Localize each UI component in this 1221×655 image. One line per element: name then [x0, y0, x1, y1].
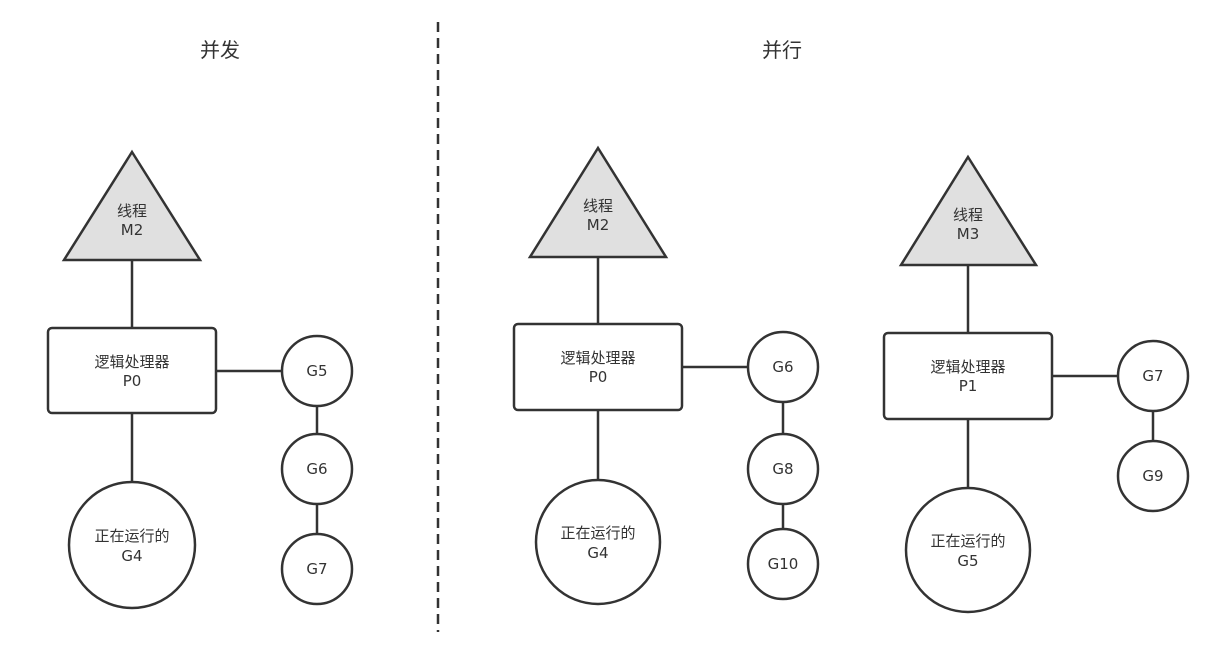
processor-id: P0 — [589, 368, 608, 386]
goroutine-label: G7 — [306, 560, 327, 578]
running-goroutine-id: G5 — [957, 552, 978, 570]
processor-id: P1 — [959, 377, 978, 395]
goroutine-circle — [280, 334, 354, 408]
goroutine-label: G10 — [768, 555, 799, 573]
logical-processor-box — [882, 331, 1054, 421]
thread-triangle — [527, 145, 669, 259]
thread-id: M3 — [957, 225, 980, 243]
goroutine-label: G5 — [306, 362, 327, 380]
running-label: 正在运行的 — [930, 532, 1005, 550]
goroutine-circle — [1116, 339, 1190, 413]
thread-label: 线程 — [583, 197, 613, 215]
running-goroutine-circle — [904, 486, 1032, 614]
goroutine-circle — [746, 432, 820, 506]
parallelism-title: 并行 — [762, 38, 802, 62]
thread-id: M2 — [121, 221, 144, 239]
processor-id: P0 — [123, 372, 142, 390]
processor-label: 逻辑处理器 — [94, 353, 169, 371]
goroutine-circle — [280, 432, 354, 506]
thread-label: 线程 — [117, 202, 147, 220]
thread-id: M2 — [587, 216, 610, 234]
running-goroutine-circle — [534, 478, 662, 606]
goroutine-label: G6 — [772, 358, 793, 376]
running-goroutine-circle — [67, 480, 197, 610]
running-label: 正在运行的 — [560, 524, 635, 542]
goroutine-circle — [746, 527, 820, 601]
goroutine-circle — [280, 532, 354, 606]
processor-label: 逻辑处理器 — [560, 349, 635, 367]
logical-processor-box — [512, 322, 684, 412]
goroutine-label: G7 — [1142, 367, 1163, 385]
goroutine-label: G6 — [306, 460, 327, 478]
thread-triangle — [61, 149, 203, 262]
logical-processor-box — [46, 326, 218, 415]
running-label: 正在运行的 — [94, 527, 169, 545]
goroutine-circle — [1116, 439, 1190, 513]
goroutine-label: G8 — [772, 460, 793, 478]
running-goroutine-id: G4 — [121, 547, 142, 565]
thread-triangle — [898, 154, 1039, 267]
processor-label: 逻辑处理器 — [930, 358, 1005, 376]
goroutine-label: G9 — [1142, 467, 1163, 485]
goroutine-circle — [746, 330, 820, 404]
thread-label: 线程 — [953, 206, 983, 224]
concurrency-title: 并发 — [200, 38, 240, 62]
running-goroutine-id: G4 — [587, 544, 608, 562]
